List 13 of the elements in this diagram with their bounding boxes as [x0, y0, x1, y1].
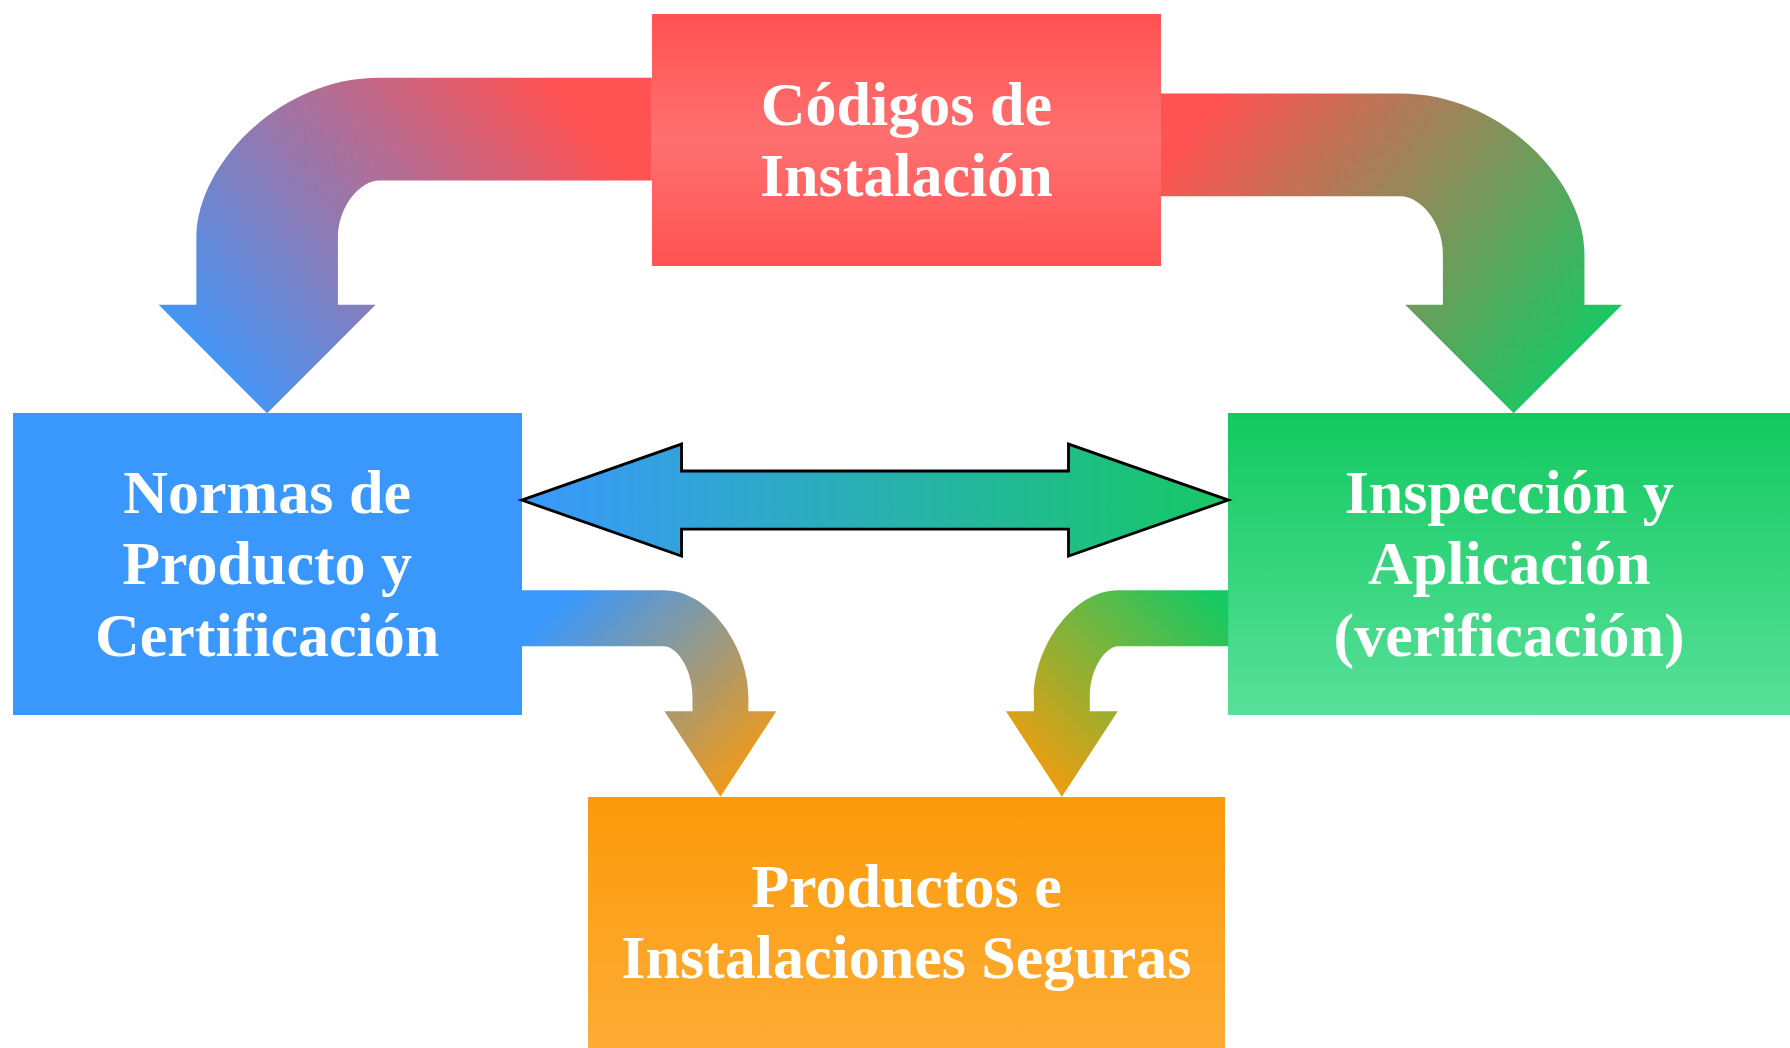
box-label: Códigos de Instalación	[758, 68, 1054, 211]
box-label: Normas de Producto y Certificación	[93, 457, 441, 671]
box-label: Productos e Instalaciones Seguras	[620, 851, 1193, 994]
process-box	[1228, 413, 1790, 715]
block-arrow	[1161, 93, 1623, 414]
process-box	[587, 796, 1225, 1048]
block-arrow	[158, 77, 652, 414]
process-box	[12, 413, 522, 715]
box-label: Inspección y Aplicación (verificación)	[1332, 457, 1686, 671]
block-arrow	[1005, 590, 1229, 797]
process-box	[651, 13, 1161, 266]
block-arrow	[521, 590, 777, 797]
block-arrow	[517, 442, 1233, 558]
